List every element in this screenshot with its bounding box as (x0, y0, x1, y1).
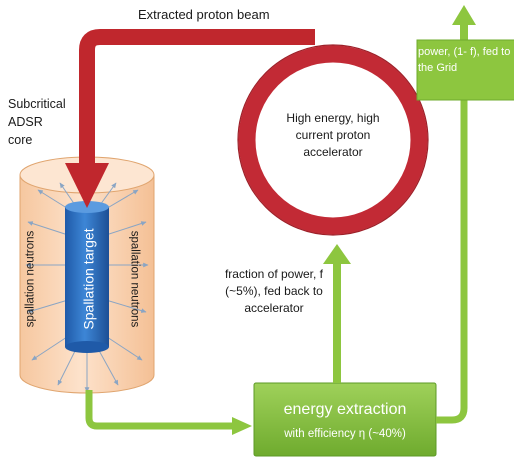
beam-label: Extracted proton beam (138, 7, 270, 22)
core-label: Subcritical ADSR core (8, 95, 68, 149)
core-to-extraction-arrow (85, 390, 234, 430)
neutron-arrows (25, 182, 149, 393)
feedback-arrow (333, 262, 341, 383)
neutrons-label-left: spallation neutrons (24, 230, 37, 328)
grid-output-arrowhead (452, 5, 476, 25)
fraction-label: fraction of power, f (~5%), fed back to … (224, 267, 324, 315)
energy-extraction-box (253, 382, 437, 457)
proton-beam-arrowhead (65, 163, 109, 208)
neutrons-label-right: spallation neutrons (128, 230, 141, 328)
spallation-target (65, 201, 109, 353)
feedback-arrowhead (323, 244, 351, 264)
proton-beam (79, 29, 315, 165)
energy-extraction-title: energy extraction (283, 401, 407, 418)
accelerator-label: High energy, high current proton acceler… (286, 111, 380, 159)
target-label: Spallation target (80, 228, 97, 330)
grid-output-arrow (436, 100, 468, 424)
energy-extraction-subtitle: with efficiency η (~40%) (284, 428, 406, 440)
grid-output-shaft (460, 24, 468, 46)
accelerator-ring-outer-edge (237, 44, 429, 236)
core-to-extraction-arrowhead (232, 417, 252, 435)
accelerator-ring (238, 45, 428, 235)
grid-label-box (416, 39, 514, 101)
core-label-text: Subcritical ADSR core (8, 97, 66, 147)
grid-label: power, (1- f), fed to the Grid (418, 46, 511, 74)
